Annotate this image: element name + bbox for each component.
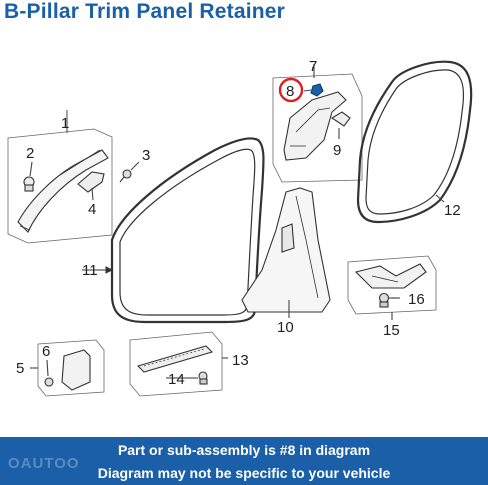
part-2-clip xyxy=(23,161,35,192)
callout-14: 14 xyxy=(168,371,185,388)
part-13-group xyxy=(129,331,228,397)
callout-15: 15 xyxy=(383,322,400,339)
part-16-clip xyxy=(378,292,398,308)
banner-line-1: Part or sub-assembly is #8 in diagram xyxy=(117,442,371,458)
callout-8: 8 xyxy=(286,83,294,100)
callout-6: 6 xyxy=(42,343,50,360)
parts-diagram: 1 2 3 4 5 6 7 8 9 10 11 12 13 14 15 16 xyxy=(7,58,473,397)
callout-13: 13 xyxy=(232,352,249,369)
part-3-screw xyxy=(119,161,140,183)
callout-16: 16 xyxy=(408,291,425,308)
callout-2: 2 xyxy=(26,145,34,162)
callout-7: 7 xyxy=(309,58,317,75)
part-14-clip xyxy=(190,371,208,385)
callout-1: 1 xyxy=(61,115,69,132)
part-15-group xyxy=(347,255,437,320)
part-10-b-pillar-lower-trim xyxy=(241,187,331,318)
part-5-group xyxy=(30,339,105,397)
callout-4: 4 xyxy=(88,201,96,218)
part-6-clip xyxy=(44,359,54,387)
part-11-weatherstrip xyxy=(110,137,265,324)
highlight-ring xyxy=(278,77,304,103)
banner-line-2: Diagram may not be specific to your vehi… xyxy=(97,465,391,481)
page-title: B-Pillar Trim Panel Retainer xyxy=(4,0,286,23)
part-8-retainer xyxy=(303,83,324,97)
watermark-logo: OAUTOO xyxy=(8,455,80,472)
callout-10: 10 xyxy=(277,319,294,336)
part-4-bracket xyxy=(77,171,105,201)
part-9-clip xyxy=(330,111,351,139)
callout-3: 3 xyxy=(142,147,150,164)
callout-9: 9 xyxy=(333,142,341,159)
callout-5: 5 xyxy=(16,360,24,377)
part-1-group xyxy=(7,110,113,244)
part-12-weatherstrip xyxy=(356,60,473,224)
part-7-group xyxy=(272,64,363,183)
info-banner: Part or sub-assembly is #8 in diagram Di… xyxy=(0,437,488,485)
callout-12: 12 xyxy=(444,202,461,219)
